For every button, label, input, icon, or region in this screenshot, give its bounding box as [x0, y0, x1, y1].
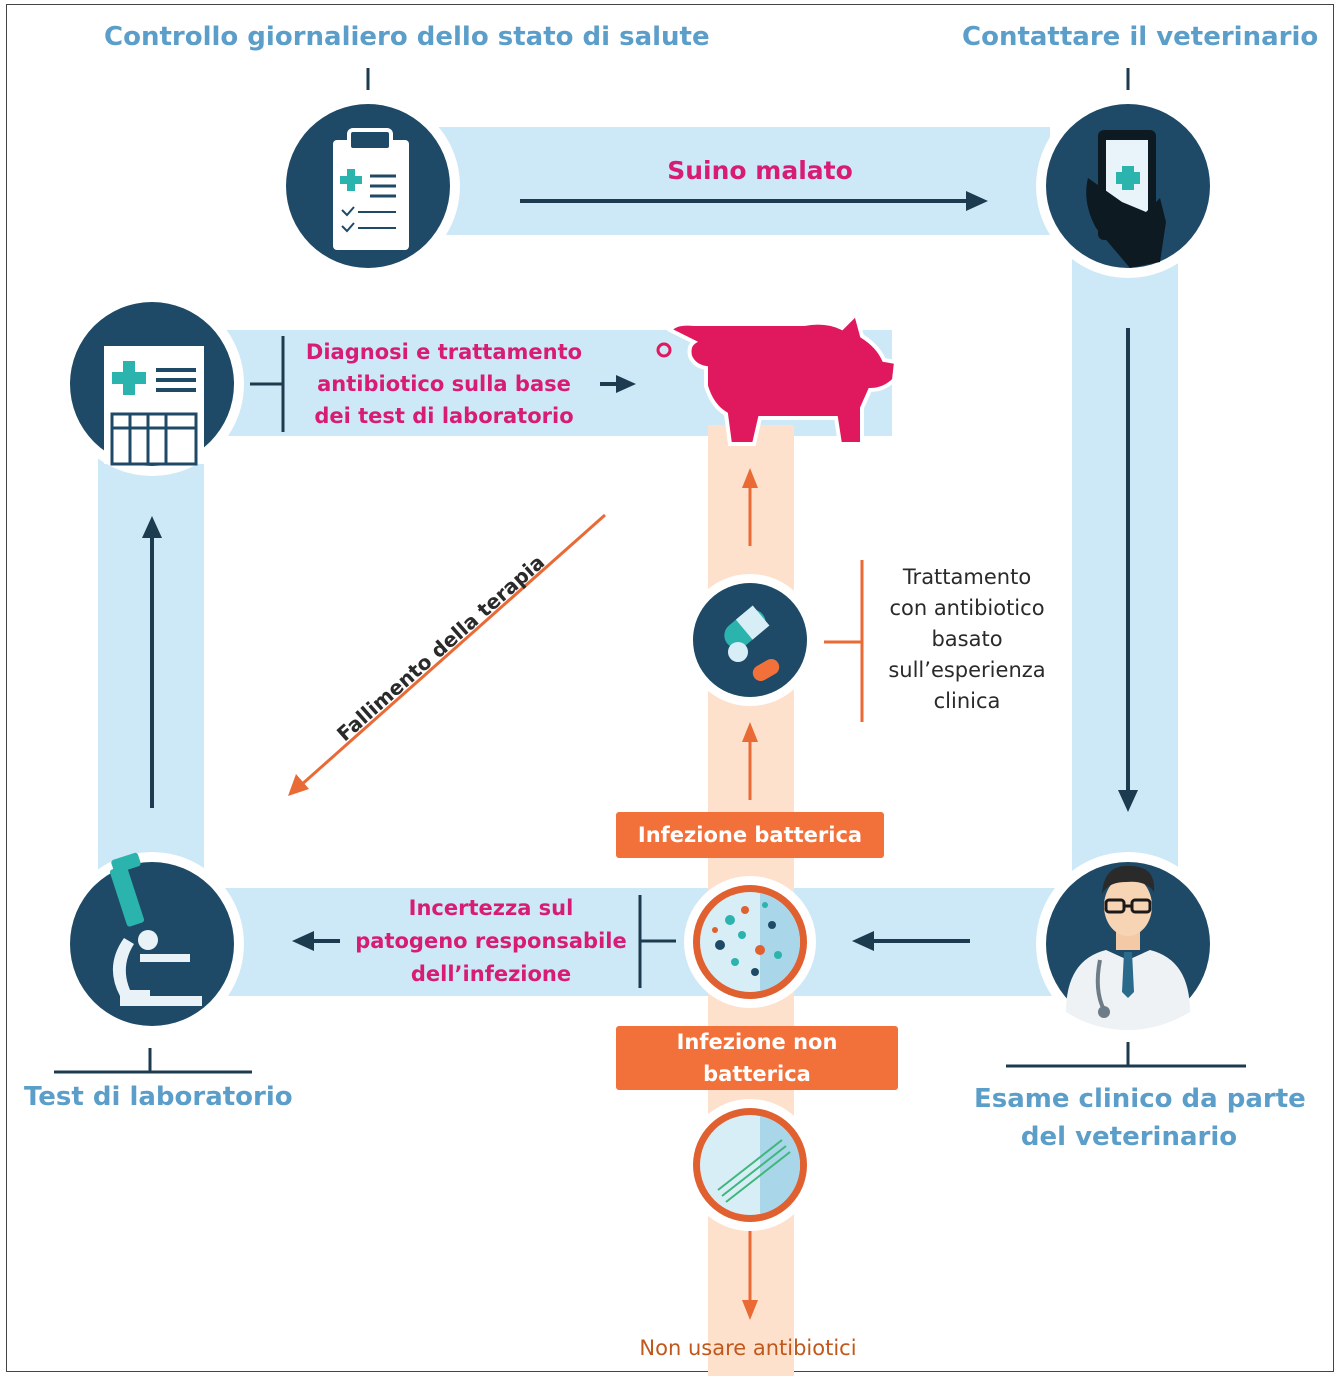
arrow-left-icon [852, 931, 874, 951]
empirical-treatment-line3: basato [931, 627, 1003, 651]
diagnosis-line1: Diagnosi e trattamento [305, 340, 583, 364]
empirical-treatment-line1: Trattamento [902, 565, 1032, 589]
petri-dish-clear-icon [684, 1099, 816, 1231]
uncertainty-line3: dell’infezione [410, 962, 572, 986]
empirical-treatment-line4: sull’esperienza [888, 658, 1046, 682]
microscope-icon [60, 852, 244, 1036]
empirical-treatment-line5: clinica [933, 689, 1001, 713]
arrow-up-icon [142, 516, 162, 538]
clinical-exam-label-line1: Esame clinico da parte [974, 1084, 1306, 1114]
petri-dish-bacteria-icon [684, 876, 816, 1008]
medical-record-icon [60, 292, 244, 476]
uncertainty-line1: Incertezza sul [408, 896, 574, 920]
diagnosis-line3: dei test di laboratorio [314, 404, 574, 428]
clinical-exam-label-line2: del veterinario [1020, 1122, 1238, 1152]
non-bacterial-line2: batterica [703, 1062, 811, 1086]
bacterial-infection-badge: Infezione batterica [616, 812, 884, 858]
contact-vet-label: Contattare il veterinario [962, 22, 1319, 52]
arrow-right-icon [616, 375, 636, 393]
diagram-frame [6, 4, 1334, 1372]
non-bacterial-line1: Infezione non [676, 1030, 838, 1054]
arrow-left-icon [292, 931, 314, 951]
arrow-diagonal-icon [288, 774, 309, 796]
doctor-icon [1036, 852, 1220, 1036]
arrow-right-icon [966, 191, 988, 211]
lab-test-label: Test di laboratorio [24, 1082, 293, 1112]
daily-check-label: Controllo giornaliero dello stato di sal… [104, 22, 710, 52]
no-antibiotics-label: Non usare antibiotici [639, 1336, 857, 1360]
band-right [1072, 228, 1178, 948]
diagnosis-line2: antibiotico sulla base [317, 372, 571, 396]
sick-pig-label: Suino malato [667, 156, 853, 185]
clipboard-icon [276, 94, 460, 278]
arrow-down-orange-icon [742, 1300, 758, 1320]
arrow-up-orange-icon [742, 468, 758, 488]
pig-icon [656, 310, 899, 446]
uncertainty-line2: patogeno responsabile [355, 929, 627, 953]
band-top [370, 127, 1050, 235]
empirical-treatment-line2: con antibiotico [889, 596, 1045, 620]
arrow-down-icon [1118, 790, 1138, 812]
smartphone-icon [1036, 94, 1220, 278]
pills-icon [684, 574, 816, 706]
arrow-up-orange-icon [742, 722, 758, 742]
non-bacterial-infection-badge: Infezione non batterica [616, 1026, 898, 1090]
